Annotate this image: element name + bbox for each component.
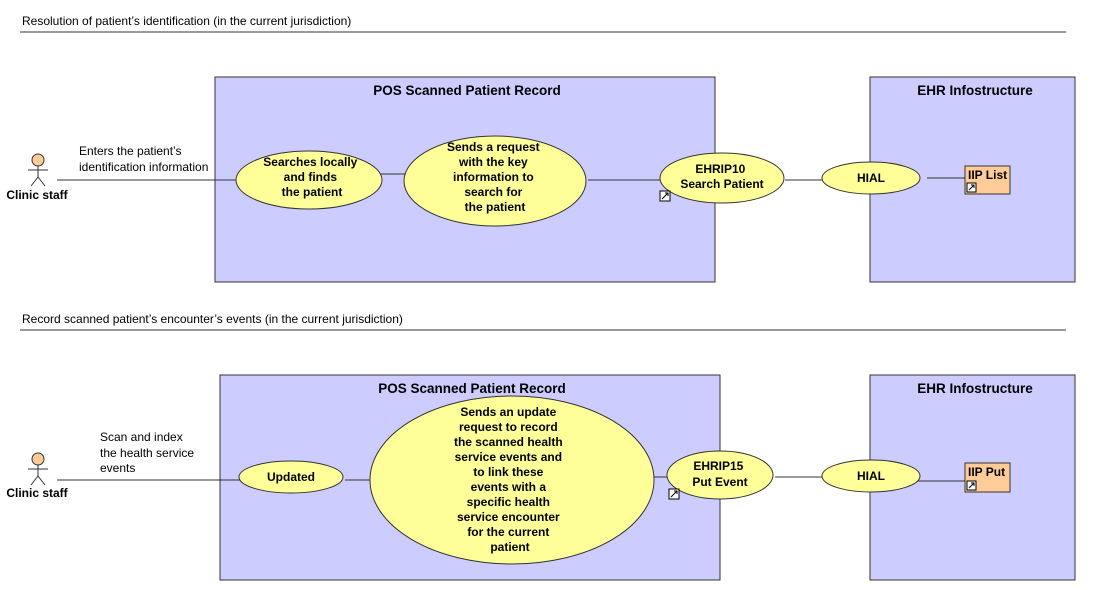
ehr-system-title: EHR Infostructure [917, 381, 1033, 396]
use-case-hial[interactable] [821, 161, 921, 195]
link-arrow-icon[interactable] [966, 182, 977, 193]
iip-list-label: IIP List [968, 168, 1007, 182]
use-case-updated[interactable] [238, 460, 344, 494]
use-case-send-update-label: Sends an update request to record the sc… [454, 405, 566, 554]
hial-label: HIAL [857, 171, 885, 185]
use-case-search-locally-label: Searches locally and finds the patient [263, 155, 360, 199]
use-case-hial[interactable] [821, 459, 921, 493]
section-record-events: Record scanned patient’s encounter’s eve… [6, 312, 1076, 581]
use-case-ehrip15-put-event[interactable] [666, 450, 774, 500]
actor-label: Clinic staff [6, 188, 68, 202]
ehr-system-title: EHR Infostructure [917, 83, 1033, 98]
pos-system-title: POS Scanned Patient Record [373, 83, 561, 98]
section-title: Record scanned patient’s encounter’s eve… [22, 312, 403, 326]
link-arrow-icon[interactable] [668, 488, 680, 500]
actor-clinic-staff: Clinic staff [6, 452, 69, 500]
link-arrow-icon[interactable] [659, 190, 671, 202]
iip-put-label: IIP Put [968, 465, 1005, 479]
actor-clinic-staff: Clinic staff [6, 153, 69, 202]
actor-label: Clinic staff [6, 486, 68, 500]
association-note: Enters the patient’s identification info… [79, 144, 208, 174]
use-case-send-request-label: Sends a request with the key information… [447, 140, 543, 214]
use-case-updated-label: Updated [267, 470, 315, 484]
interaction-label: EHRIP15 Put Event [692, 459, 747, 489]
link-arrow-icon[interactable] [966, 480, 977, 491]
use-case-search-locally[interactable] [235, 150, 383, 210]
association-note: Scan and index the health service events [100, 430, 197, 475]
use-case-send-update[interactable] [369, 395, 655, 565]
section-title: Resolution of patient’s identification (… [22, 14, 351, 28]
use-case-ehrip10-search-patient[interactable] [659, 152, 785, 204]
interaction-label: EHRIP10 Search Patient [680, 162, 763, 191]
use-case-send-request[interactable] [403, 135, 587, 227]
actor-head-icon [31, 153, 45, 167]
hial-label: HIAL [857, 469, 885, 483]
pos-system-title: POS Scanned Patient Record [378, 381, 566, 396]
section-resolution: Resolution of patient’s identification (… [6, 14, 1076, 283]
actor-head-icon [31, 452, 45, 466]
